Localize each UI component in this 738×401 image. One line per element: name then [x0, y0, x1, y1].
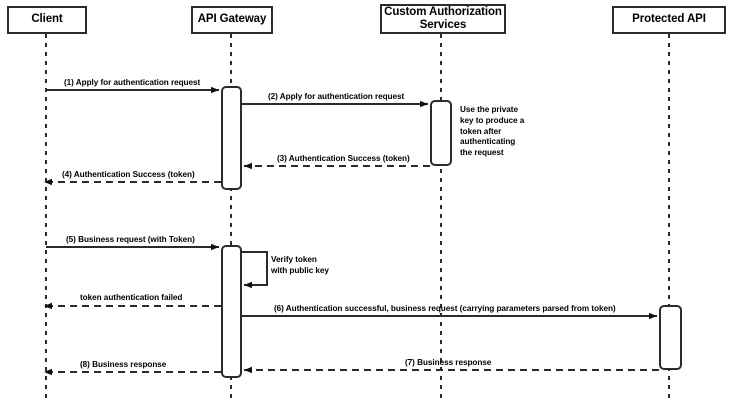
- message-label-7: (7) Business response: [405, 358, 492, 367]
- note-line-2: key to produce a: [460, 115, 525, 125]
- message-label-3: (3) Authentication Success (token): [277, 154, 410, 163]
- message-label-4: (4) Authentication Success (token): [62, 170, 195, 179]
- participant-box-client[interactable]: Client: [7, 6, 87, 34]
- participant-label: Custom Authorization Services: [384, 5, 502, 31]
- message-label-1: (1) Apply for authentication request: [64, 78, 201, 87]
- participant-box-api[interactable]: Protected API: [612, 6, 726, 34]
- message-label-2: (2) Apply for authentication request: [268, 92, 405, 101]
- lifeline-group: [45, 34, 670, 399]
- participant-label: Client: [31, 13, 63, 26]
- message-label-self-verify: Verify token with public key: [271, 255, 355, 277]
- message-label-8: (8) Business response: [80, 360, 167, 369]
- note-line-3: token after: [460, 126, 502, 136]
- message-arrow-group: [44, 86, 659, 376]
- participant-label: API Gateway: [197, 13, 267, 26]
- message-label-6: (6) Authentication successful, business …: [274, 304, 616, 313]
- activation-bar-gateway-2: [221, 245, 242, 378]
- participant-box-gateway[interactable]: API Gateway: [191, 6, 273, 34]
- self-message-line-1: Verify token: [271, 255, 317, 264]
- message-arrow-msg-self: [242, 251, 268, 289]
- note-line-4: authenticating: [460, 137, 516, 147]
- note-line-5: the request: [460, 148, 504, 158]
- message-label-token-failed: token authentication failed: [80, 293, 183, 302]
- participant-label: Protected API: [632, 13, 706, 26]
- message-label-5: (5) Business request (with Token): [66, 235, 195, 244]
- self-message-line-2: with public key: [271, 265, 329, 275]
- note-line-1: Use the private: [460, 105, 518, 114]
- activation-bar-gateway-1: [221, 86, 242, 190]
- note-auth-private-key: Use the private key to produce a token a…: [460, 105, 536, 159]
- participant-box-auth[interactable]: Custom Authorization Services: [380, 4, 506, 34]
- activation-bar-auth-1: [430, 100, 452, 166]
- activation-bar-api-1: [659, 305, 682, 370]
